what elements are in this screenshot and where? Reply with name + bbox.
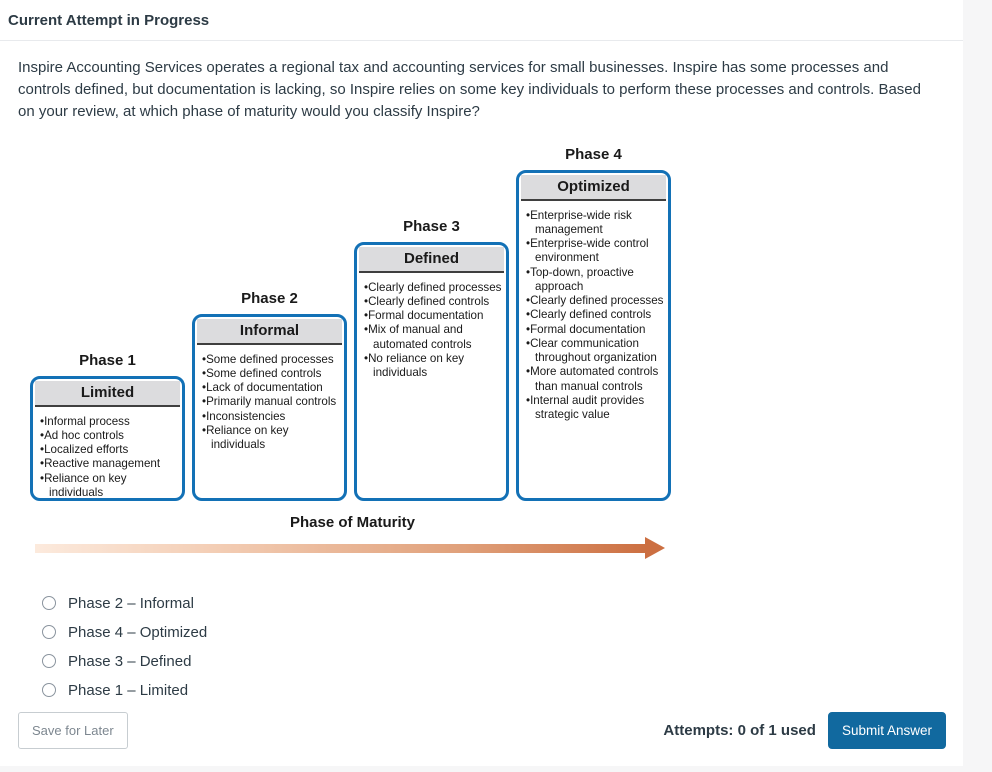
quiz-panel: Current Attempt in Progress Inspire Acco…: [0, 0, 963, 766]
phase-bullet: More automated controls than manual cont…: [526, 365, 664, 394]
answer-option[interactable]: Phase 3 – Defined: [42, 653, 963, 670]
phase-header: Optimized: [521, 174, 666, 201]
attempts-status: Attempts: 0 of 1 used: [663, 722, 816, 739]
footer-right: Attempts: 0 of 1 used Submit Answer: [663, 712, 946, 749]
option-label[interactable]: Phase 1 – Limited: [68, 681, 189, 699]
phase-bullet: Reliance on key individuals: [40, 472, 178, 498]
question-text: Inspire Accounting Services operates a r…: [18, 59, 921, 121]
phase-box: Informal Some defined processesSome defi…: [192, 313, 347, 501]
page-title: Current Attempt in Progress: [0, 0, 963, 41]
phase-bullet: Inconsistencies: [202, 410, 340, 424]
phase-column: Phase 3 Defined Clearly defined processe…: [354, 218, 509, 501]
phase-header: Informal: [197, 318, 342, 345]
phase-bullet: Formal documentation: [526, 323, 664, 337]
phase-box: Limited Informal processAd hoc controlsL…: [30, 375, 185, 501]
answer-option[interactable]: Phase 4 – Optimized: [42, 624, 963, 641]
phase-bullet: Enterprise-wide risk management: [526, 209, 664, 238]
phase-bullet: Clear communication throughout organizat…: [526, 337, 664, 366]
phase-bullet: No reliance on key individuals: [364, 352, 502, 381]
radio-button-icon[interactable]: [42, 683, 56, 698]
phase-bullet: Clearly defined processes: [364, 281, 502, 295]
phase-column: Phase 1 Limited Informal processAd hoc c…: [30, 352, 185, 501]
phase-bullet: Reactive management: [40, 457, 178, 471]
answer-options: Phase 2 – Informal Phase 4 – Optimized P…: [42, 595, 963, 699]
phase-box: Defined Clearly defined processesClearly…: [354, 241, 509, 501]
arrow-head-icon: [645, 536, 665, 559]
phase-bullet: Some defined processes: [202, 353, 340, 367]
phase-bullet: Clearly defined controls: [364, 295, 502, 309]
save-for-later-button[interactable]: Save for Later: [18, 712, 128, 749]
phase-title: Phase 4: [565, 145, 622, 163]
phase-title: Phase 3: [403, 217, 460, 235]
maturity-diagram: Phase 1 Limited Informal processAd hoc c…: [30, 146, 675, 559]
phase-bullet: Localized efforts: [40, 443, 178, 457]
phase-bullet: Enterprise-wide control environment: [526, 237, 664, 266]
maturity-axis: Phase of Maturity: [30, 514, 675, 559]
radio-button-icon[interactable]: [42, 625, 56, 640]
arrow-bar: [35, 543, 647, 553]
phase-bullets: Clearly defined processesClearly defined…: [357, 273, 506, 387]
footer-bar: Save for Later Attempts: 0 of 1 used Sub…: [0, 712, 963, 749]
phase-title: Phase 2: [241, 289, 298, 307]
phase-bullets: Enterprise-wide risk managementEnterpris…: [519, 201, 668, 429]
option-label[interactable]: Phase 2 – Informal: [68, 594, 194, 612]
phase-bullet: Formal documentation: [364, 309, 502, 323]
maturity-arrow: [35, 536, 675, 559]
phase-bullet: Ad hoc controls: [40, 429, 178, 443]
phase-bullet: Mix of manual and automated controls: [364, 323, 502, 352]
answer-option[interactable]: Phase 2 – Informal: [42, 595, 963, 612]
phase-bullets: Informal processAd hoc controlsLocalized…: [33, 407, 182, 498]
phase-bullet: Primarily manual controls: [202, 395, 340, 409]
radio-button-icon[interactable]: [42, 596, 56, 611]
phase-bullet: Clearly defined processes: [526, 294, 664, 308]
phase-bullet: Internal audit provides strategic value: [526, 394, 664, 423]
phase-column: Phase 4 Optimized Enterprise-wide risk m…: [516, 146, 671, 501]
phase-row: Phase 1 Limited Informal processAd hoc c…: [30, 146, 675, 501]
phase-bullets: Some defined processesSome defined contr…: [195, 345, 344, 459]
answer-option[interactable]: Phase 1 – Limited: [42, 682, 963, 699]
phase-header: Defined: [359, 246, 504, 273]
option-label[interactable]: Phase 3 – Defined: [68, 652, 192, 670]
phase-bullet: Some defined controls: [202, 367, 340, 381]
option-label[interactable]: Phase 4 – Optimized: [68, 623, 208, 641]
submit-answer-button[interactable]: Submit Answer: [827, 712, 946, 749]
phase-bullet: Reliance on key individuals: [202, 424, 340, 453]
axis-label: Phase of Maturity: [289, 513, 416, 531]
phase-bullet: Clearly defined controls: [526, 308, 664, 322]
phase-bullet: Informal process: [40, 415, 178, 429]
phase-bullet: Top-down, proactive approach: [526, 266, 664, 295]
phase-header: Limited: [35, 380, 180, 407]
radio-button-icon[interactable]: [42, 654, 56, 669]
phase-title: Phase 1: [79, 351, 136, 369]
phase-box: Optimized Enterprise-wide risk managemen…: [516, 169, 671, 501]
phase-column: Phase 2 Informal Some defined processesS…: [192, 290, 347, 501]
phase-bullet: Lack of documentation: [202, 381, 340, 395]
